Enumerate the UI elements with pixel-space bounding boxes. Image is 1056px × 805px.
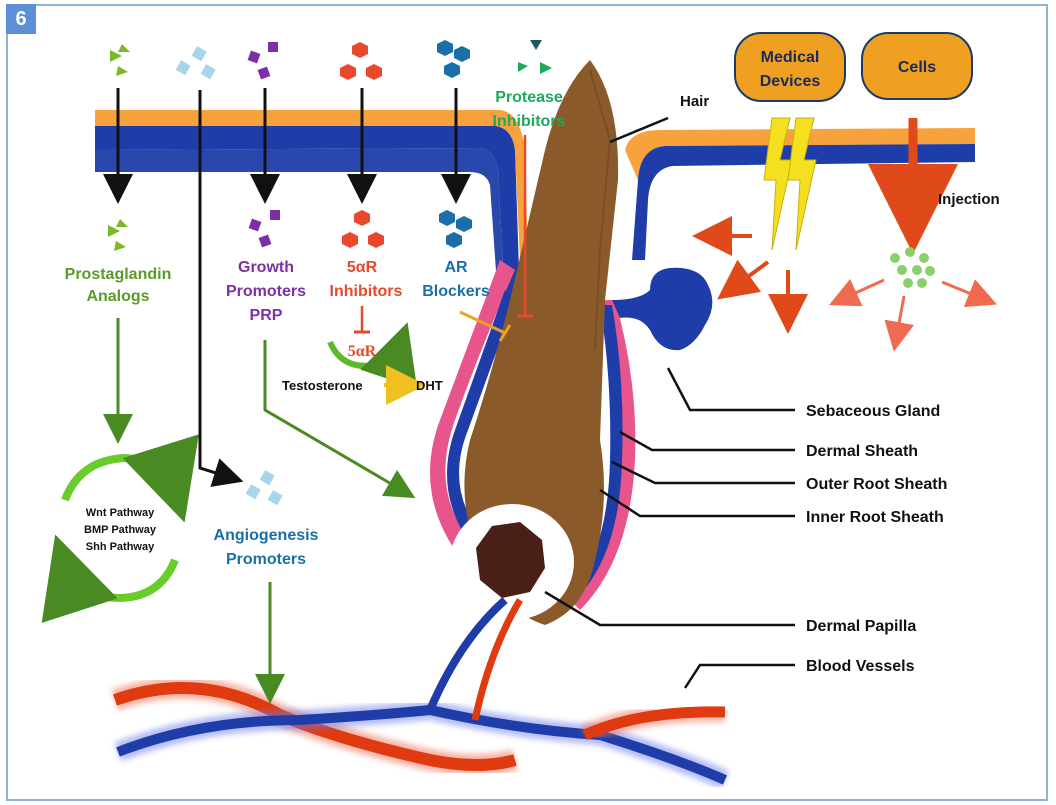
dermal-papilla-label: Dermal Papilla: [806, 618, 916, 635]
growth-promoters-label: Growth: [238, 259, 294, 276]
cell-effect-arrows: [840, 280, 986, 340]
cell-dots-icon: [890, 247, 935, 288]
protease-molecules-icon: [518, 40, 552, 74]
wnt-pathway-label: Wnt Pathway: [86, 507, 155, 519]
sebaceous-gland-label: Sebaceous Gland: [806, 403, 940, 420]
ar-molecules-icon: [439, 210, 472, 248]
growth-promoters-label: Promoters: [226, 283, 306, 300]
blood-vessels-shape: [115, 600, 725, 780]
five-ar-inhibitors-label: Inhibitors: [330, 283, 403, 300]
five-ar-inhibitors-label: 5αR: [347, 259, 378, 276]
five-ar-molecules-icon: [342, 210, 384, 248]
blood-vessels-label: Blood Vessels: [806, 658, 915, 675]
ar-blockers-label: AR: [444, 259, 468, 276]
ar-blockers-label: Blockers: [422, 283, 490, 300]
dht-label: DHT: [416, 378, 443, 393]
angiogenesis-molecules-icon: [246, 470, 283, 505]
bmp-pathway-label: BMP Pathway: [84, 524, 157, 536]
cells-label: Cells: [898, 59, 936, 76]
growth-molecules-icon: [248, 42, 278, 79]
growth-promoters-label: PRP: [250, 307, 283, 324]
prostaglandin-molecules-icon: [110, 44, 130, 76]
dermal-sheath-label: Dermal Sheath: [806, 443, 918, 460]
medical-devices-label: Medical: [761, 49, 820, 66]
injection-label: Injection: [938, 191, 1000, 208]
prostaglandin-label: Analogs: [86, 288, 149, 305]
outer-root-sheath-label: Outer Root Sheath: [806, 476, 947, 493]
medical-devices-box: [735, 33, 845, 101]
device-effect-arrows: [708, 236, 788, 318]
protease-inhibitors-label: Inhibitors: [493, 113, 566, 130]
sebaceous-gland-shape: [612, 268, 712, 350]
shh-pathway-label: Shh Pathway: [86, 541, 155, 553]
medical-devices-label: Devices: [760, 73, 821, 90]
angiogenesis-molecules-icon: [176, 46, 216, 79]
angiogenesis-label: Promoters: [226, 551, 306, 568]
angiogenesis-label: Angiogenesis: [214, 527, 319, 544]
ar-molecules-icon: [437, 40, 470, 78]
hair-label: Hair: [680, 93, 709, 110]
inner-root-sheath-label: Inner Root Sheath: [806, 509, 944, 526]
prostaglandin-molecules-icon: [108, 219, 128, 251]
growth-molecules-icon: [249, 210, 280, 247]
five-ar-enzyme-label: 5αR: [348, 343, 377, 360]
five-ar-molecules-icon: [340, 42, 382, 80]
prostaglandin-label: Prostaglandin: [65, 266, 172, 283]
green-arrows: [118, 318, 405, 692]
protease-inhibitors-label: Protease: [495, 89, 563, 106]
testosterone-label: Testosterone: [282, 378, 363, 393]
